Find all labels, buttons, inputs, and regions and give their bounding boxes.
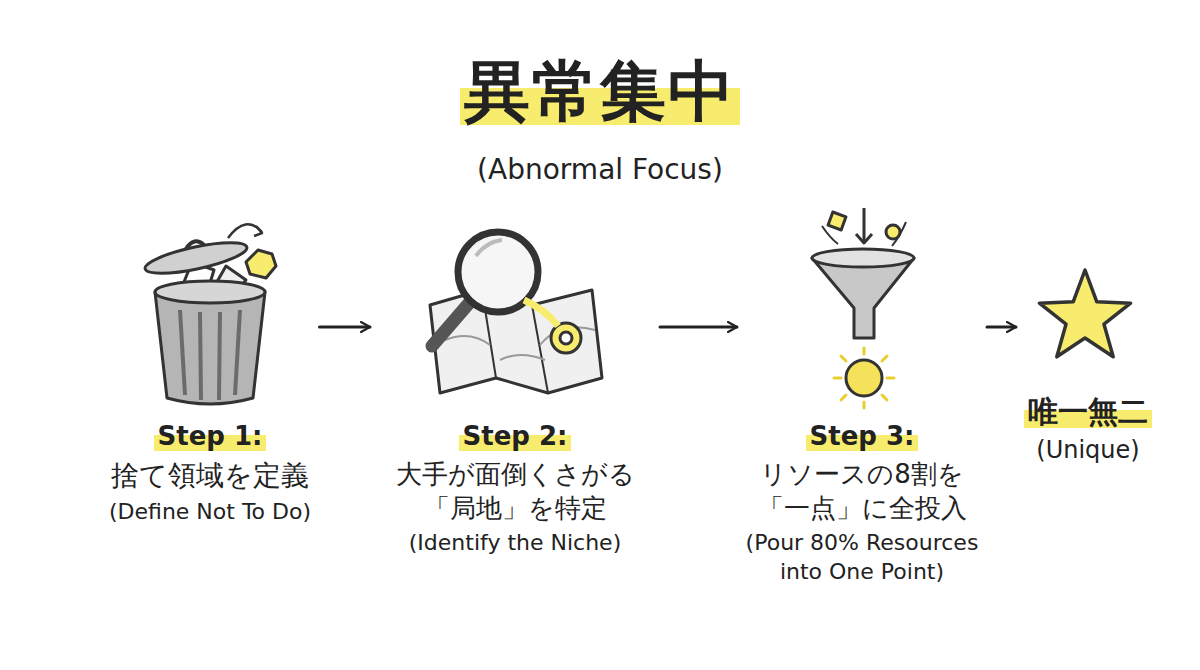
step-heading: Step 1: [154, 420, 267, 454]
subtitle-label: (Abnormal Focus) [0, 152, 1200, 188]
step-node: Step 3: リソースの8割を 「一点」に全投入(Pour 80% Resour… [737, 230, 987, 587]
english-gloss: (Pour 80% Resources into One Point) [737, 529, 987, 586]
step-heading: 唯一無二 [1024, 392, 1152, 431]
english-gloss: (Define Not To Do) [109, 498, 311, 527]
step-heading: Step 2: [459, 420, 572, 454]
flow-arrow [320, 326, 371, 329]
result-node: 唯一無二 (Unique) [1016, 230, 1160, 466]
step-node: Step 2: 大手が面倒くさがる 「局地」を特定 (Identify the Ni… [370, 230, 660, 558]
diagram-title: 異常集中 [460, 52, 740, 131]
flow-arrow [987, 326, 1016, 329]
flow-arrow [660, 326, 737, 329]
step-text: 大手が面倒くさがる 「局地」を特定 [370, 458, 660, 526]
english-gloss: (Unique) [1036, 435, 1139, 466]
star-icon [1039, 270, 1130, 357]
trash-can-icon [143, 224, 276, 404]
step-node: Step 1: 捨て領域を定義 (Define Not To Do) [101, 230, 320, 527]
step-text: リソースの8割を 「一点」に全投入 [737, 458, 987, 526]
magnifier-map-icon [430, 232, 602, 393]
title-block: 異常集中 [0, 52, 1200, 131]
english-gloss: (Identify the Niche) [409, 529, 621, 558]
step-heading: Step 3: [806, 420, 919, 454]
funnel-icon [812, 208, 914, 408]
step-text: 捨て領域を定義 [111, 458, 309, 494]
